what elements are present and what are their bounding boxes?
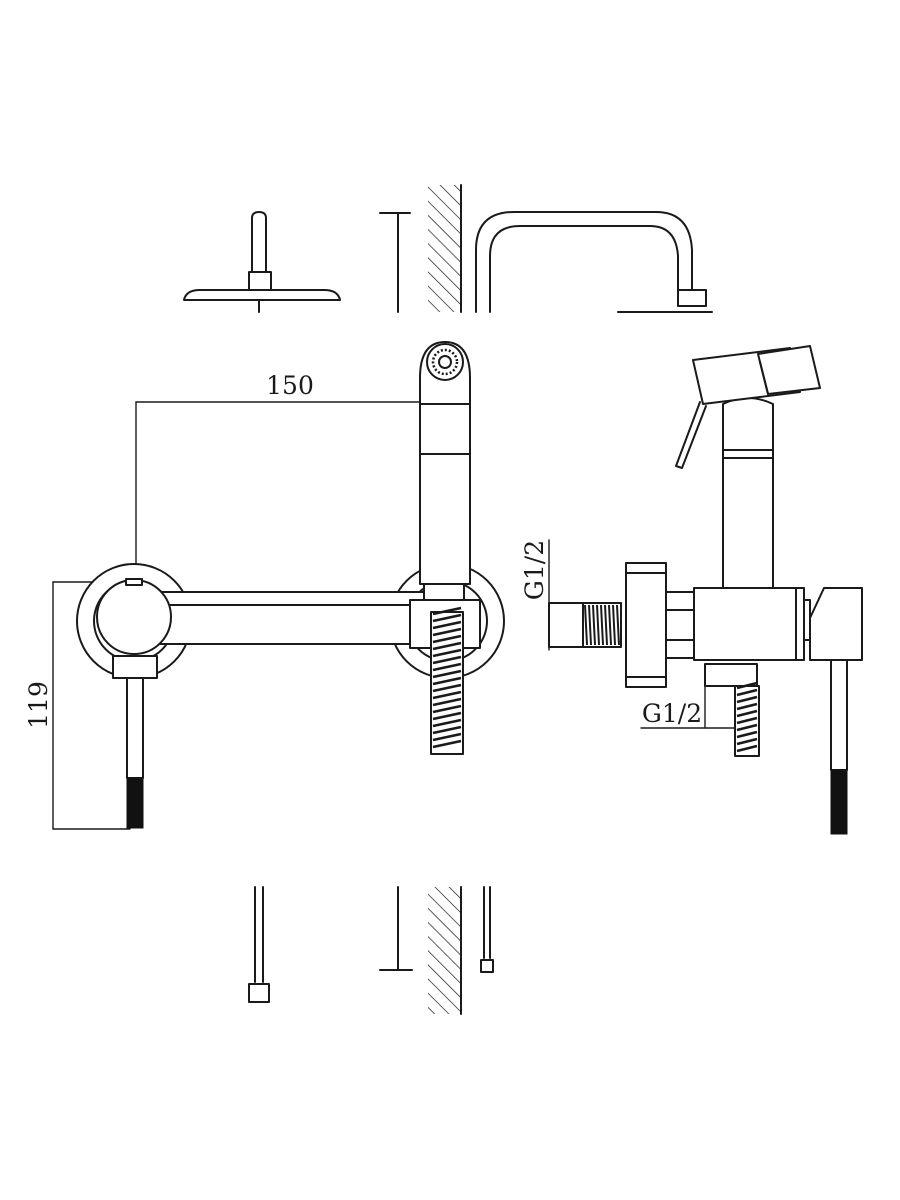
wall-section-top	[379, 184, 462, 313]
height-dimension-label: 119	[24, 681, 53, 729]
background-shower-head	[183, 211, 341, 313]
hand-spray-side	[675, 345, 821, 589]
front-view: 119 150	[24, 341, 505, 830]
inlet-thread-dimension: G1/2	[520, 539, 550, 651]
hose-front	[430, 606, 464, 755]
hand-spray-front	[409, 341, 481, 649]
inlet-thread-label: G1/2	[520, 540, 549, 600]
hose-thread-dimension: G1/2	[640, 685, 736, 729]
side-view: G1/2	[520, 345, 863, 835]
background-bottom	[248, 886, 494, 1015]
hose-side	[704, 663, 760, 757]
width-dimension: 150	[135, 371, 442, 591]
background-shower-arm	[475, 211, 713, 313]
width-dimension-label: 150	[266, 371, 314, 400]
hose-thread-label: G1/2	[642, 699, 702, 728]
